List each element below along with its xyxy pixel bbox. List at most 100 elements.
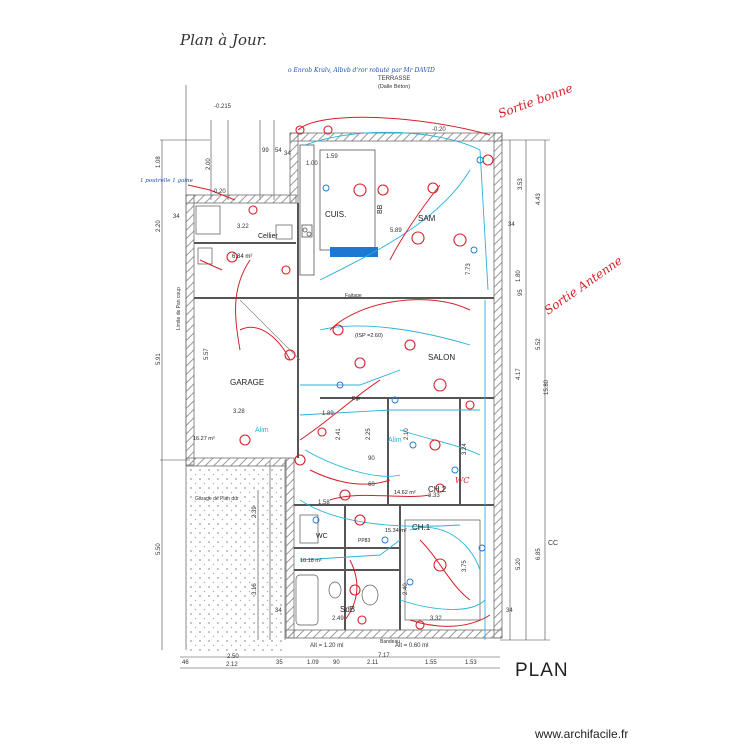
sortie-bonne-note: Sortie bonne bbox=[496, 81, 574, 121]
left-note: 1 poutrelle 1 gaine bbox=[140, 178, 194, 184]
dim-alt2: Alt = 0.60 ml bbox=[395, 643, 429, 649]
room-ch2-area: 14.62 m² bbox=[394, 490, 416, 496]
dim-189: 1.89 bbox=[322, 411, 334, 417]
dim-589: 5.89 bbox=[390, 228, 402, 234]
header-note: o Enrob Kralv, Albvb d'ror robuté par Mr… bbox=[288, 67, 435, 74]
room-wc: WC bbox=[316, 533, 328, 540]
room-ch1: CH.1 bbox=[412, 523, 431, 532]
dim-333: 3.33 bbox=[428, 493, 440, 499]
dim-b211: 2.11 bbox=[367, 660, 379, 666]
dim-324: 3.24 bbox=[462, 443, 468, 455]
dim-328: 3.28 bbox=[233, 409, 245, 415]
room-salon-area: (ISP =2.60) bbox=[355, 333, 383, 339]
dim-34c: 34 bbox=[508, 222, 515, 228]
dim-225: 2.25 bbox=[366, 428, 372, 440]
dim-108: 1.08 bbox=[156, 156, 162, 168]
dim-b155: 1.55 bbox=[425, 660, 437, 666]
room-bb: BB bbox=[377, 204, 384, 214]
dim-773: 7.73 bbox=[466, 263, 472, 275]
dim-353: 3.53 bbox=[518, 178, 524, 190]
cc-label: CC bbox=[548, 540, 558, 547]
dim-520: 5.20 bbox=[516, 558, 522, 570]
dim-34a: 34 bbox=[284, 151, 291, 157]
plan-label: PLAN bbox=[515, 660, 569, 681]
room-sam: SAM bbox=[418, 214, 436, 223]
dim-b212: 2.12 bbox=[226, 662, 238, 668]
dim-241: 2.41 bbox=[336, 428, 342, 440]
dim-443: 4.43 bbox=[536, 193, 542, 205]
room-garage-area: 16.27 m² bbox=[193, 436, 215, 442]
dim-54: 54 bbox=[275, 148, 282, 154]
dim-95: 95 bbox=[518, 289, 524, 296]
dim-90: 90 bbox=[368, 456, 375, 462]
room-placard: PP83 bbox=[358, 538, 370, 544]
counter-highlight bbox=[330, 247, 378, 257]
dim-60: 60 bbox=[368, 482, 375, 488]
dim-322: 3.22 bbox=[237, 224, 249, 230]
dim-b250: 2.50 bbox=[227, 654, 239, 660]
garage-diagonal bbox=[239, 299, 301, 361]
bandeau-label: Bandeau bbox=[380, 639, 400, 645]
limit-label: Limite de Pan coup bbox=[176, 287, 182, 330]
faitage-label: Faitage bbox=[345, 293, 362, 299]
dim-717: 7.17 bbox=[378, 653, 390, 659]
dim-240: 2.40 bbox=[403, 583, 409, 595]
dim-249: 2.49 bbox=[332, 616, 344, 622]
dim-top-right: -0.20 bbox=[212, 189, 226, 195]
dim-332: 3.32 bbox=[430, 616, 442, 622]
dim-591: 5.91 bbox=[156, 353, 162, 365]
sortie-antenne-note: Sortie Antenne bbox=[542, 253, 625, 317]
dim-b35: 35 bbox=[276, 660, 283, 666]
room-salon: SALON bbox=[428, 353, 455, 362]
dim-b109: 1.09 bbox=[307, 660, 319, 666]
hard-standing-area bbox=[183, 468, 283, 653]
dim-220: 2.20 bbox=[156, 220, 162, 232]
dim-b90: 90 bbox=[333, 660, 340, 666]
alim-label-garage: Alim bbox=[255, 427, 269, 434]
interior-walls bbox=[194, 203, 494, 630]
dim-316: 3.16 bbox=[252, 583, 258, 595]
wc-note: WC bbox=[455, 476, 469, 485]
dim-685: 6.85 bbox=[536, 548, 542, 560]
dim-239: 2.39 bbox=[252, 506, 258, 518]
room-degagement: Dgt bbox=[352, 396, 360, 402]
room-cellier: Cellier bbox=[258, 233, 279, 240]
dim-375: 3.75 bbox=[462, 560, 468, 572]
dim-200: 2.00 bbox=[206, 158, 212, 170]
dim-210: 2.10 bbox=[404, 428, 410, 440]
wiring-cyan bbox=[299, 131, 489, 640]
dim-417: 4.17 bbox=[516, 368, 522, 380]
room-cellier-area: 6.84 m² bbox=[232, 254, 252, 260]
terrace-sub-label: (Dalle Béton) bbox=[378, 84, 410, 90]
dim-34b: 34 bbox=[173, 214, 180, 220]
garage-pan-label: Garage de Plan dur bbox=[195, 496, 239, 502]
dim-180: 1.80 bbox=[516, 270, 522, 282]
outlet-symbols bbox=[226, 125, 494, 630]
exterior-walls bbox=[185, 132, 503, 639]
room-sdb: SdB bbox=[340, 605, 355, 614]
room-ch1-area: 15.34 m² bbox=[385, 528, 407, 534]
room-ch2: CH.2 bbox=[428, 485, 447, 494]
room-sdb-area: 10.18 m² bbox=[300, 558, 322, 564]
dim-100: 1.00 bbox=[306, 161, 318, 167]
dim-alt1: Alt = 1.20 ml bbox=[310, 643, 344, 649]
dim-34e: 34 bbox=[506, 608, 513, 614]
cellier-fixtures bbox=[195, 205, 293, 265]
dim-1580: 15.80 bbox=[544, 379, 550, 395]
dim-99: 99 bbox=[262, 148, 269, 154]
terrace-label: TERRASSE bbox=[378, 76, 410, 82]
dim-34d: 34 bbox=[275, 608, 282, 614]
watermark: www.archifacile.fr bbox=[535, 727, 629, 741]
dim-top-left: -0.215 bbox=[214, 104, 232, 110]
alim-label-hall: Alim bbox=[388, 437, 402, 444]
dim-552: 5.52 bbox=[536, 338, 542, 350]
room-garage: GARAGE bbox=[230, 378, 264, 387]
socket-symbols bbox=[312, 156, 486, 586]
dim-top-mid: -0.20 bbox=[432, 127, 446, 133]
dim-159: 1.59 bbox=[326, 154, 338, 160]
dim-b153: 1.53 bbox=[465, 660, 477, 666]
dim-557: 5.57 bbox=[204, 348, 210, 360]
dim-550: 5.50 bbox=[156, 543, 162, 555]
dim-b46: 46 bbox=[182, 660, 189, 666]
